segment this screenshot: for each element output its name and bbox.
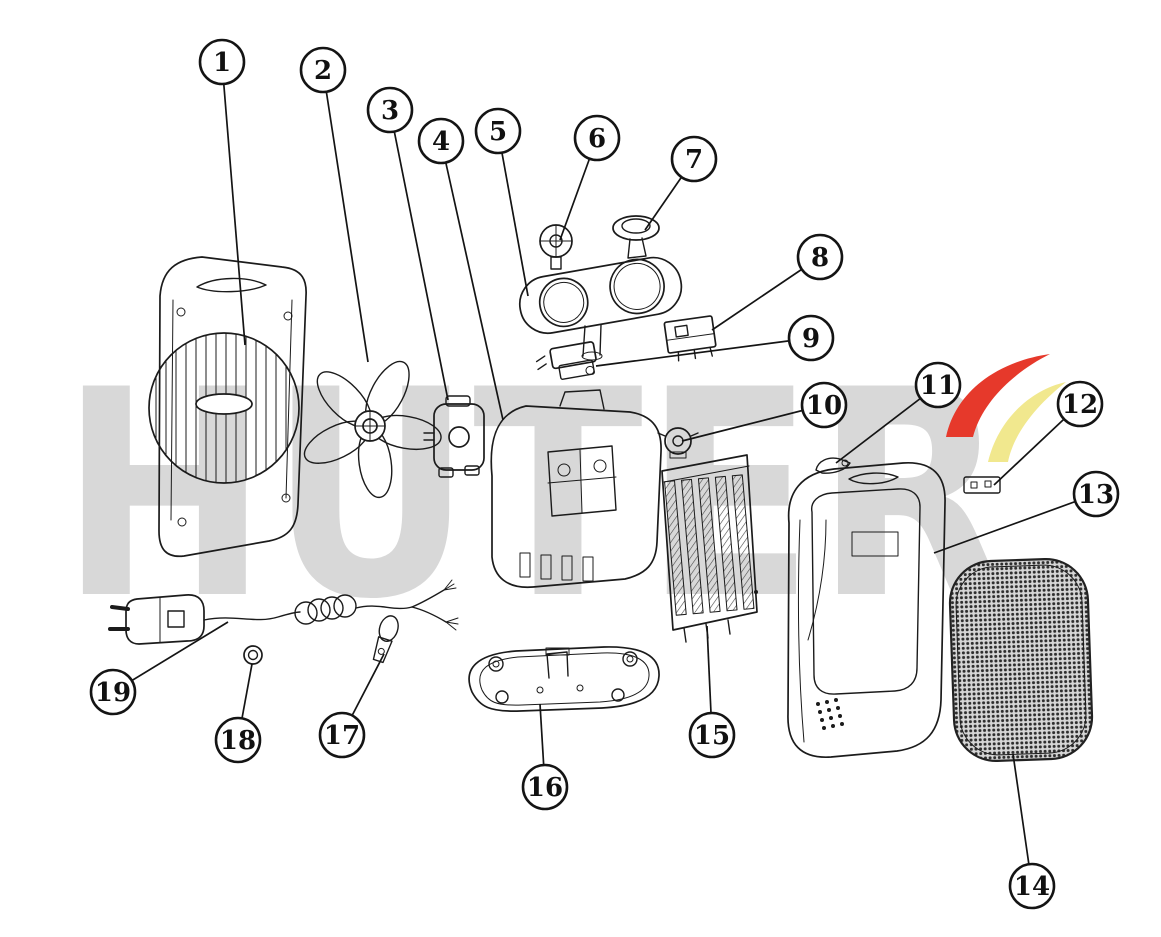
callout-number-motor-bracket: 4	[432, 127, 450, 157]
callout-circle-heating-element	[688, 711, 736, 759]
part-cord-grommet	[372, 615, 399, 664]
callout-circle-cord-grommet	[318, 711, 366, 759]
leader-line-fan-blade	[322, 69, 369, 363]
callout-number-fan-blade: 2	[314, 56, 332, 86]
part-handle-latch	[815, 457, 851, 474]
part-top-plate	[518, 256, 683, 361]
part-knob-left	[539, 224, 573, 270]
part-knob-right	[612, 215, 660, 259]
callout-circle-washer-ring	[214, 716, 262, 764]
callout-circle-motor	[366, 86, 414, 134]
callout-circle-thermostat	[787, 314, 835, 362]
callout-circle-front-grille-mesh	[1008, 862, 1056, 910]
callout-number-front-housing: 13	[1078, 480, 1114, 510]
leader-line-rear-housing	[221, 61, 246, 346]
brand-logo-swoosh	[946, 354, 1066, 462]
callout-circle-handle-latch	[914, 361, 962, 409]
logo-yellow-swoosh	[988, 382, 1066, 462]
callout-circle-top-plate	[474, 107, 522, 155]
leader-line-motor-bracket	[440, 140, 504, 421]
callout-circle-front-housing	[1072, 470, 1120, 518]
callout-number-front-grille-mesh: 14	[1014, 872, 1050, 902]
part-indicator-plate	[963, 476, 1001, 494]
part-front-grille-mesh	[948, 557, 1094, 763]
callout-number-handle-latch: 11	[920, 371, 956, 401]
leader-line-thermal-cutout	[681, 404, 825, 442]
callout-number-cord-grommet: 17	[324, 721, 360, 751]
callout-number-thermostat: 9	[802, 324, 820, 354]
callout-number-thermal-cutout: 10	[806, 391, 842, 421]
leader-line-thermostat	[595, 337, 812, 367]
callout-circle-thermal-cutout	[800, 381, 848, 429]
logo-red-swoosh	[946, 354, 1050, 437]
part-front-housing	[787, 462, 946, 758]
callout-circle-knob-right	[670, 135, 718, 183]
callout-number-switch: 8	[811, 243, 829, 273]
leader-line-top-plate	[497, 130, 529, 297]
callout-number-washer-ring: 18	[220, 726, 256, 756]
part-heating-element	[661, 454, 758, 643]
callout-circle-fan-blade	[299, 46, 347, 94]
callout-circle-motor-bracket	[417, 117, 465, 165]
part-fan-blade	[303, 360, 442, 499]
part-washer-ring	[243, 645, 263, 665]
callout-number-base-plate: 16	[527, 773, 563, 803]
part-base-plate	[468, 646, 660, 712]
leader-line-front-housing	[933, 493, 1097, 554]
part-motor	[423, 395, 485, 478]
callout-number-motor: 3	[381, 96, 399, 126]
callout-number-knob-left: 6	[588, 124, 606, 154]
callout-circle-base-plate	[521, 763, 569, 811]
part-motor-bracket	[490, 389, 662, 588]
callout-circle-rear-housing	[198, 38, 246, 86]
callout-number-power-cord: 19	[95, 678, 131, 708]
callout-number-rear-housing: 1	[213, 48, 231, 78]
callout-circle-knob-left	[573, 114, 621, 162]
callout-circle-indicator-plate	[1056, 380, 1104, 428]
callout-circle-power-cord	[89, 668, 137, 716]
leader-line-motor	[389, 109, 449, 401]
callout-number-heating-element: 15	[694, 721, 730, 751]
callout-circle-switch	[796, 233, 844, 281]
callout-number-knob-right: 7	[685, 145, 703, 175]
part-rear-housing	[148, 256, 307, 558]
part-power-cord	[108, 579, 459, 645]
callout-number-top-plate: 5	[489, 117, 507, 147]
part-thermostat	[535, 341, 597, 380]
part-thermal-cutout	[657, 427, 699, 459]
callout-number-indicator-plate: 12	[1062, 390, 1098, 420]
watermark-text: HUTER	[60, 330, 1008, 662]
